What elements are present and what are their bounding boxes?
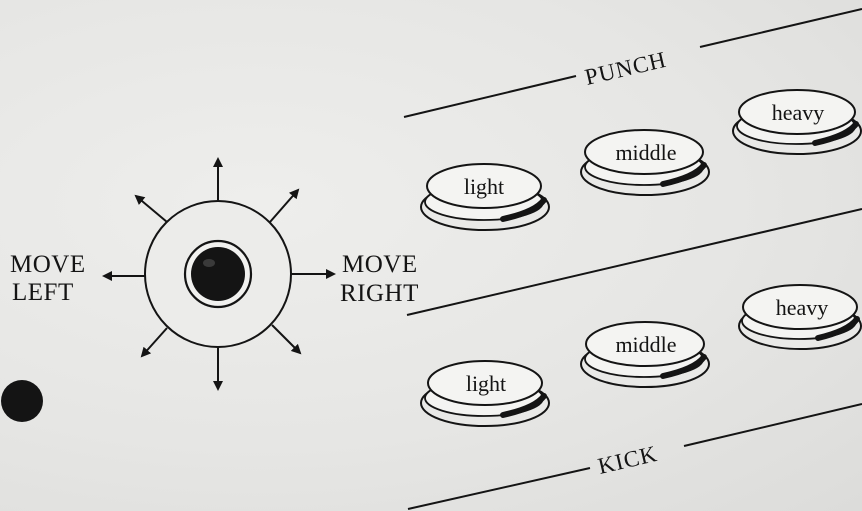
joystick[interactable] — [104, 159, 334, 389]
guide-lines — [404, 9, 862, 509]
punch-heavy-button[interactable]: heavy — [733, 90, 861, 154]
kick-light-label: light — [466, 371, 506, 396]
move-right-label-line1: MOVE — [342, 251, 418, 278]
kick-middle-button[interactable]: middle — [581, 322, 709, 387]
move-left-label-line2: LEFT — [12, 279, 74, 306]
kick-heavy-button[interactable]: heavy — [739, 285, 861, 349]
kick-line-right — [684, 404, 862, 446]
arrow-down-right-icon — [272, 325, 300, 353]
kick-line-left — [408, 468, 590, 509]
kick-light-button[interactable]: light — [421, 361, 549, 426]
punch-light-button[interactable]: light — [421, 164, 549, 230]
arrow-up-right-icon — [270, 190, 298, 222]
punch-heavy-label: heavy — [772, 100, 825, 125]
arrow-up-left-icon — [136, 196, 167, 222]
arrow-down-left-icon — [142, 328, 167, 356]
punch-label: PUNCH — [583, 47, 669, 90]
move-right-label-line2: RIGHT — [340, 280, 419, 307]
punch-line-left — [404, 76, 576, 117]
joystick-knob-highlight — [203, 259, 215, 267]
kick-label: KICK — [596, 441, 660, 479]
punch-light-label: light — [464, 174, 504, 199]
move-left-label-line1: MOVE — [10, 251, 86, 278]
kick-middle-label: middle — [615, 332, 676, 357]
kick-heavy-label: heavy — [776, 295, 829, 320]
punch-middle-button[interactable]: middle — [581, 130, 709, 195]
indicator-dot — [1, 380, 43, 422]
joystick-knob[interactable] — [191, 247, 245, 301]
punch-line-right — [700, 9, 862, 47]
punch-middle-label: middle — [615, 140, 676, 165]
